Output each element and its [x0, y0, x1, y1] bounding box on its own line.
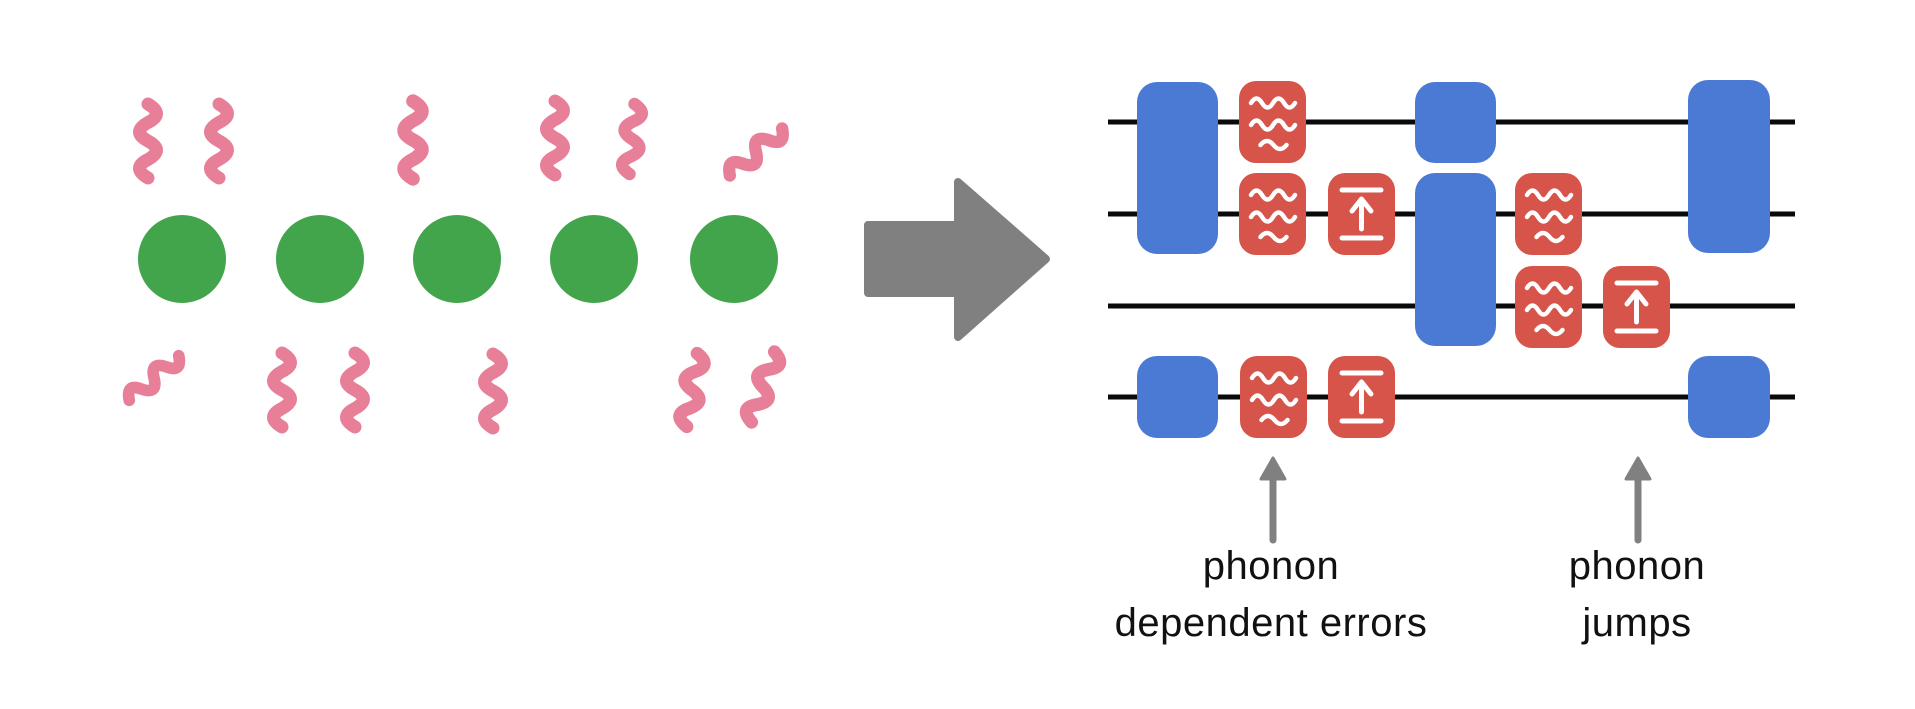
phonon-dependent-errors-label: phonon dependent errors — [1021, 538, 1521, 652]
unitary-gate-block — [1688, 80, 1770, 253]
unitary-gate-block — [1415, 173, 1496, 346]
unitary-gate-block — [1688, 356, 1770, 438]
phonon-error-gate — [1515, 173, 1582, 255]
atom-chain — [138, 215, 778, 303]
phonon-jump-gate — [1328, 356, 1395, 438]
phonon-error-gate — [1239, 173, 1306, 255]
phonon-error-gate — [1515, 266, 1582, 348]
wave-line-icon — [1524, 281, 1574, 295]
circuit-gates — [1137, 80, 1770, 438]
atom-circle — [138, 215, 226, 303]
wave-line-icon — [1248, 210, 1298, 224]
up-arrow-icon — [1624, 289, 1649, 325]
unitary-gate-block — [1415, 82, 1496, 163]
phonon-squiggle-icon — [267, 346, 297, 434]
phonon-squiggle-icon — [122, 349, 186, 407]
wave-line-icon — [1249, 393, 1299, 407]
annotation-arrows — [1259, 456, 1652, 544]
label-line: dependent errors — [1114, 601, 1428, 645]
wave-line-icon — [1524, 188, 1574, 202]
phonon-squiggle-icon — [397, 94, 429, 186]
wave-line-icon — [1534, 323, 1565, 337]
right-arrow-icon — [864, 178, 1050, 341]
phonon-jumps-label: phonon jumps — [1387, 538, 1887, 652]
atom-circle — [550, 215, 638, 303]
up-arrow-icon — [1349, 379, 1374, 415]
phonon-error-gate — [1240, 356, 1307, 438]
phonon-jump-gate — [1328, 173, 1395, 255]
wave-line-icon — [1259, 413, 1290, 427]
phonon-squiggle-icon — [616, 97, 648, 181]
phonon-jump-gate — [1603, 266, 1670, 348]
atom-circle — [690, 215, 778, 303]
unitary-gate-block — [1137, 356, 1218, 438]
wave-line-icon — [1534, 230, 1565, 244]
wave-line-icon — [1249, 371, 1299, 385]
atom-circle — [413, 215, 501, 303]
wave-line-icon — [1248, 118, 1298, 132]
up-arrow-icon — [1349, 196, 1374, 232]
label-line: phonon — [1202, 544, 1340, 588]
annotation-arrow-head — [1259, 456, 1287, 481]
transform-arrow — [864, 178, 1050, 341]
atom-circle — [276, 215, 364, 303]
label-line: jumps — [1582, 601, 1692, 645]
phonon-squiggle-icon — [723, 122, 789, 182]
wave-line-icon — [1248, 96, 1298, 110]
phonon-squiggles — [122, 94, 789, 435]
phonon-squiggle-icon — [133, 97, 163, 185]
phonon-squiggle-icon — [204, 97, 234, 185]
wave-line-icon — [1524, 303, 1574, 317]
annotation-arrow-head — [1624, 456, 1652, 481]
phonon-squiggle-icon — [340, 346, 370, 434]
label-line: phonon — [1568, 544, 1706, 588]
wave-line-icon — [1258, 230, 1289, 244]
phonon-squiggle-icon — [739, 345, 787, 429]
phonon-squiggle-icon — [540, 94, 570, 182]
wave-line-icon — [1524, 210, 1574, 224]
wave-line-icon — [1248, 188, 1298, 202]
phonon-error-gate — [1239, 81, 1306, 163]
unitary-gate-block — [1137, 82, 1218, 254]
wave-line-icon — [1258, 138, 1289, 152]
phonon-squiggle-icon — [478, 347, 508, 435]
phonon-squiggle-icon — [673, 346, 711, 434]
